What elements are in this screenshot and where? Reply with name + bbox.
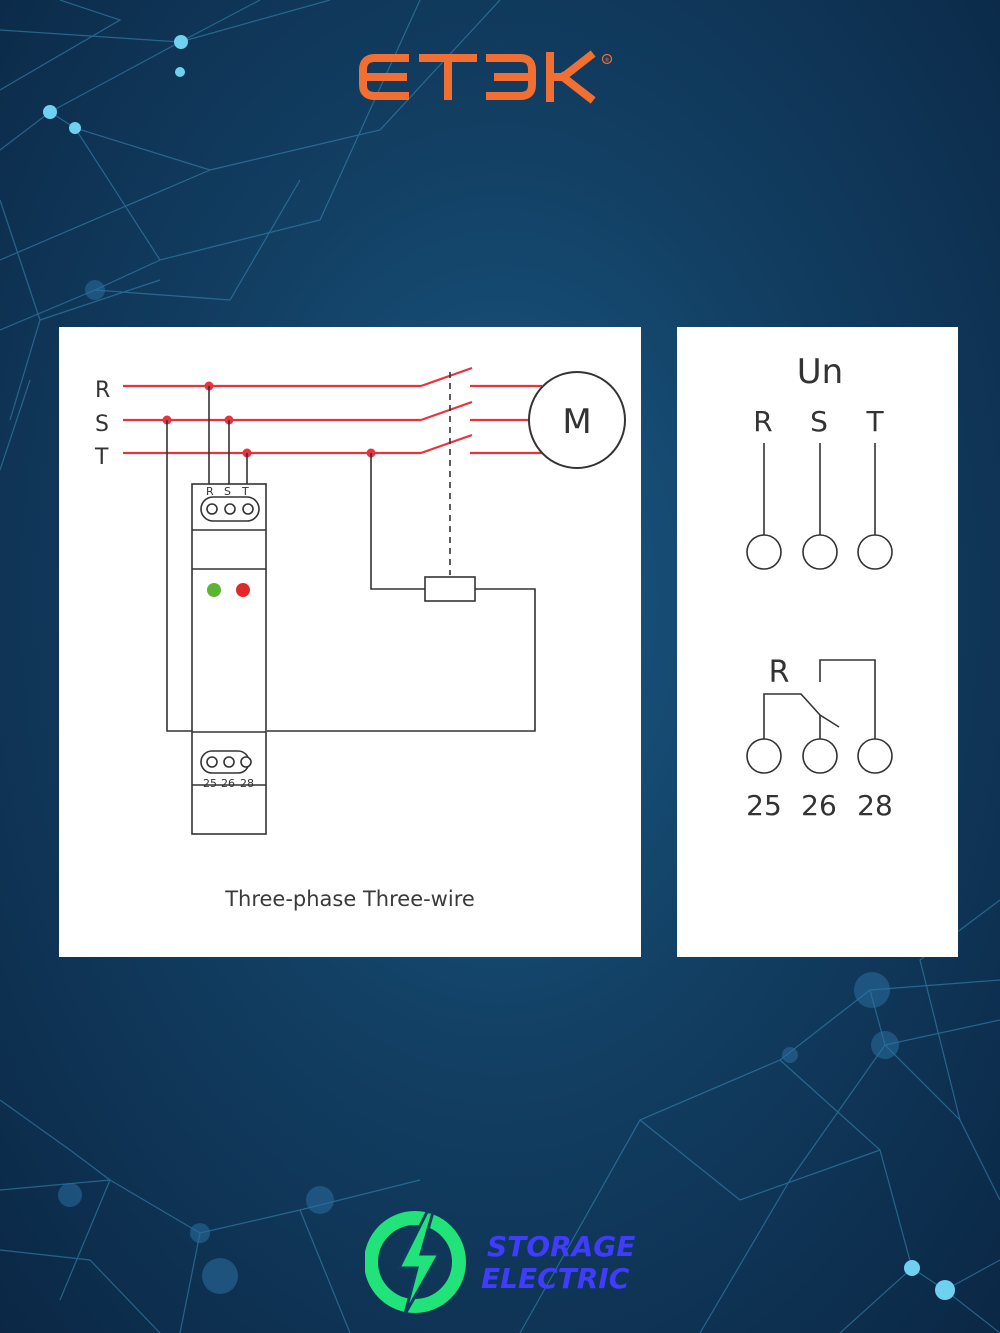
relay-terminal-26-circle xyxy=(802,738,838,774)
relay-label: R xyxy=(769,655,790,690)
footer-line1: STORAGE xyxy=(487,1230,635,1263)
relay-terminal-28: 28 xyxy=(857,789,893,822)
supply-terminal-s-circle xyxy=(802,534,838,570)
phase-label-r: R xyxy=(95,378,110,403)
registered-mark: ® xyxy=(604,57,610,64)
module-terminal-t: T xyxy=(241,485,249,498)
motor-symbol xyxy=(528,371,626,469)
relay-terminal-26: 26 xyxy=(801,789,837,822)
relay-terminal-25-circle xyxy=(746,738,782,774)
module-terminal-s: S xyxy=(224,485,231,498)
diagram-caption: Three-phase Three-wire xyxy=(225,887,475,911)
lightning-bolt-icon xyxy=(396,1210,442,1315)
storage-electric-logo: STORAGE ELECTRIC xyxy=(365,1210,635,1315)
module-terminal-26: 26 xyxy=(221,777,235,790)
relay-terminal-25: 25 xyxy=(746,789,782,822)
phase-label-s: S xyxy=(95,412,109,437)
footer-line2: ELECTRIC xyxy=(481,1262,630,1295)
etek-logo: ® xyxy=(359,50,613,104)
module-terminal-25: 25 xyxy=(203,777,217,790)
supply-label: Un xyxy=(797,352,843,392)
phase-label-t: T xyxy=(94,445,109,470)
wiring-diagram-panel: R S T M xyxy=(59,327,641,957)
module-terminal-28: 28 xyxy=(240,777,254,790)
status-led-red xyxy=(236,583,250,597)
wiring-diagram: R S T M xyxy=(94,366,626,835)
module-terminal-r: R xyxy=(206,485,214,498)
motor-label: M xyxy=(562,402,591,442)
relay-terminal-28-circle xyxy=(857,738,893,774)
terminal-diagram: Un R S T R 25 26 28 xyxy=(746,352,893,822)
supply-terminal-t-circle xyxy=(857,534,893,570)
supply-terminal-s: S xyxy=(810,405,828,438)
contactor-coil xyxy=(424,576,476,602)
supply-terminal-r-circle xyxy=(746,534,782,570)
bolt-ring-icon xyxy=(365,1211,466,1313)
supply-terminal-r: R xyxy=(753,405,772,438)
terminal-diagram-panel: Un R S T R 25 26 28 xyxy=(677,327,958,957)
phase-lines xyxy=(123,366,542,455)
relay-module xyxy=(191,483,267,835)
status-led-green xyxy=(207,583,221,597)
supply-terminal-t: T xyxy=(865,405,884,438)
